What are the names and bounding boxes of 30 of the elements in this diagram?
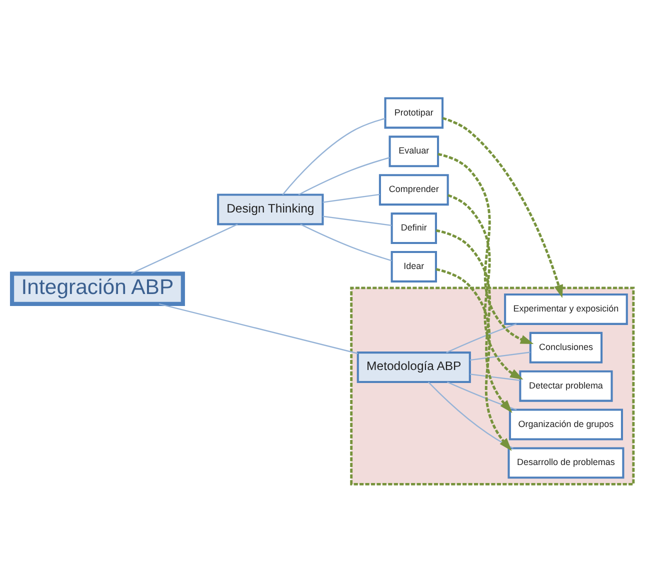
node-box: Organización de grupos bbox=[508, 408, 623, 440]
arrow bbox=[438, 152, 534, 344]
connector bbox=[282, 117, 386, 195]
node-box: Conclusiones bbox=[529, 331, 603, 363]
node-box: Idear bbox=[390, 250, 437, 282]
arrow bbox=[436, 268, 512, 450]
arrow bbox=[436, 228, 512, 412]
node-box: Design Thinking bbox=[217, 193, 324, 225]
connector bbox=[446, 380, 517, 410]
node-box: Experimentar y exposición bbox=[504, 292, 628, 324]
node-box: Detectar problema bbox=[519, 370, 613, 402]
connector bbox=[131, 223, 238, 274]
arrow bbox=[448, 194, 524, 380]
connector bbox=[298, 156, 390, 195]
connector bbox=[300, 223, 392, 261]
connector bbox=[322, 193, 380, 202]
cluster bbox=[350, 286, 635, 485]
node-box: Desarrollo de problemas bbox=[508, 446, 624, 478]
connector bbox=[322, 215, 392, 226]
node-box: Comprender bbox=[378, 174, 449, 206]
node-box: Evaluar bbox=[388, 135, 440, 167]
node-box: Definir bbox=[390, 212, 437, 244]
node-box: Metodología ABP bbox=[356, 351, 471, 382]
connector bbox=[470, 373, 520, 381]
connector bbox=[428, 381, 514, 448]
connector bbox=[470, 351, 530, 360]
node-box: Prototipar bbox=[384, 96, 444, 128]
node-box: Integración ABP bbox=[10, 271, 185, 306]
connector bbox=[446, 322, 517, 353]
arrow bbox=[442, 116, 564, 298]
